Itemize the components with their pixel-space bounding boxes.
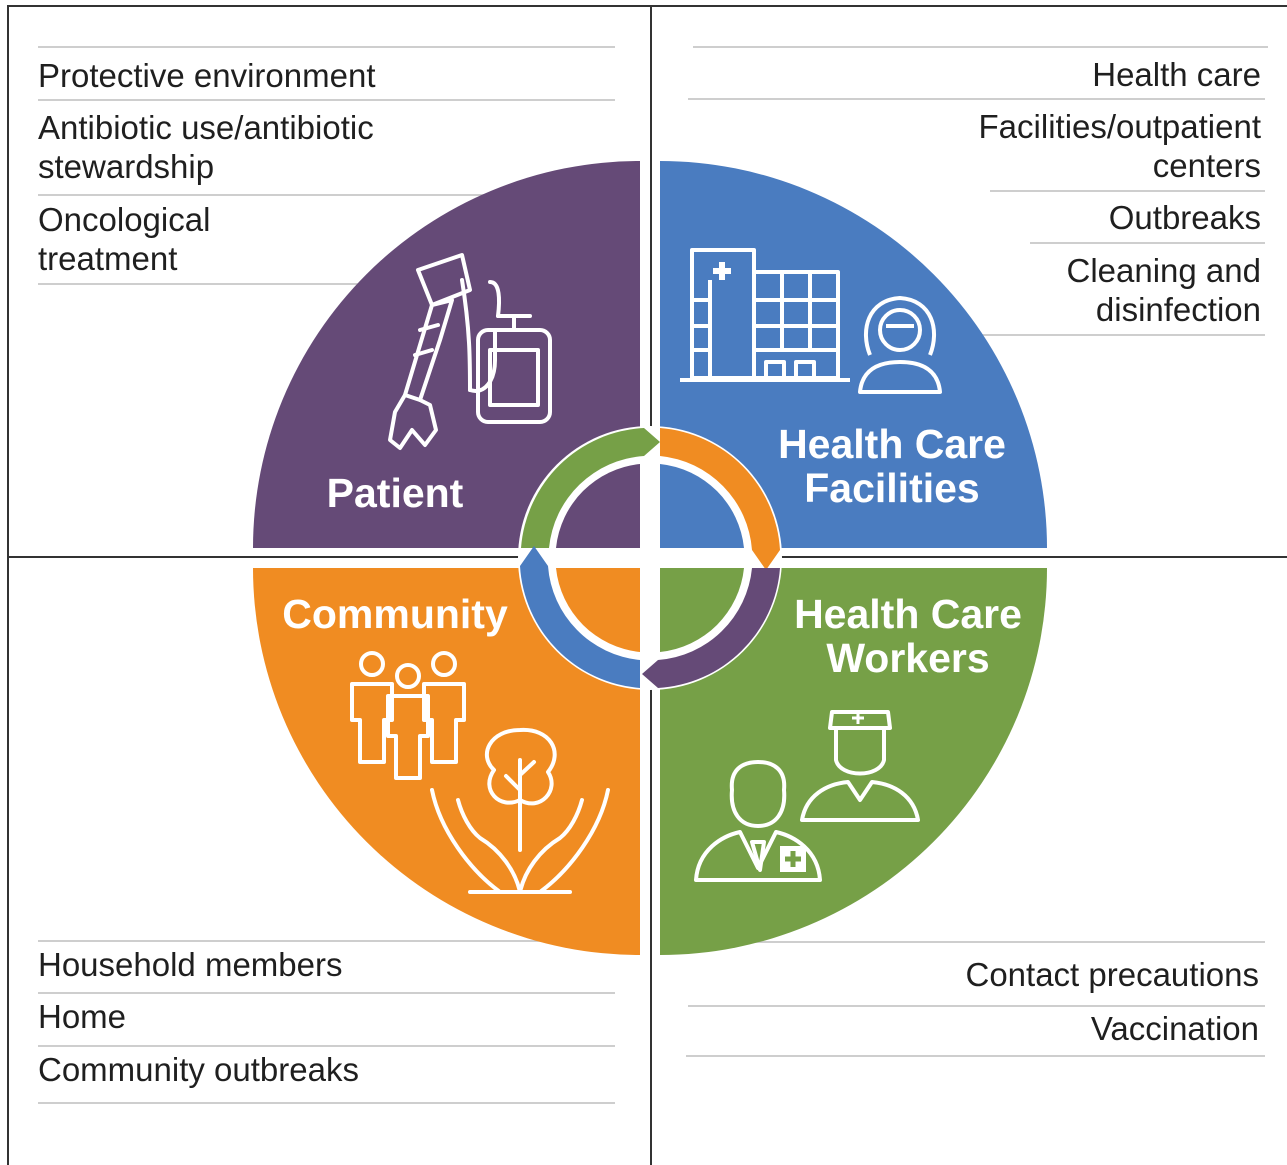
- cycle-arrows-icon: [518, 426, 782, 690]
- community-item: Home: [38, 998, 127, 1035]
- facilities-sector: [660, 161, 1047, 548]
- hospital-building-icon: [680, 248, 850, 382]
- outer-frame: [7, 5, 1287, 1165]
- facilities-label-line2: Facilities: [804, 465, 979, 511]
- patient-sector: [253, 161, 640, 548]
- facilities-item: Facilities/outpatient centers: [978, 108, 1261, 184]
- ring-arrow-orange: [660, 428, 780, 570]
- patient-item: Oncological treatment: [38, 201, 211, 277]
- workers-label-line1: Health Care: [794, 591, 1022, 637]
- workers-label-line2: Workers: [826, 635, 989, 681]
- doctor-icon: [694, 760, 822, 882]
- people-group-icon: [350, 651, 466, 780]
- iv-drip-icon: [388, 253, 552, 450]
- staff-person-icon: [858, 296, 942, 394]
- patient-label: Patient: [327, 470, 464, 516]
- patient-item: Antibiotic use/antibiotic stewardship: [38, 109, 374, 185]
- ring-arrow-blue: [520, 546, 640, 688]
- workers-item: Contact precautions: [965, 956, 1259, 993]
- patient-item: Protective environment: [38, 57, 376, 94]
- facilities-label-line1: Health Care: [778, 421, 1006, 467]
- hands-tree-icon: [430, 727, 610, 894]
- facilities-item: Cleaning and disinfection: [1066, 252, 1262, 328]
- nurse-icon: [800, 710, 920, 822]
- facilities-item: Health care: [1092, 56, 1261, 93]
- community-item: Household members: [38, 946, 343, 983]
- ring-arrow-green: [521, 428, 660, 548]
- community-item: Community outbreaks: [38, 1051, 359, 1088]
- facilities-item: Outbreaks: [1108, 199, 1261, 236]
- workers-item: Vaccination: [1090, 1010, 1259, 1047]
- ring-arrow-purple: [642, 568, 780, 688]
- community-label: Community: [282, 591, 508, 637]
